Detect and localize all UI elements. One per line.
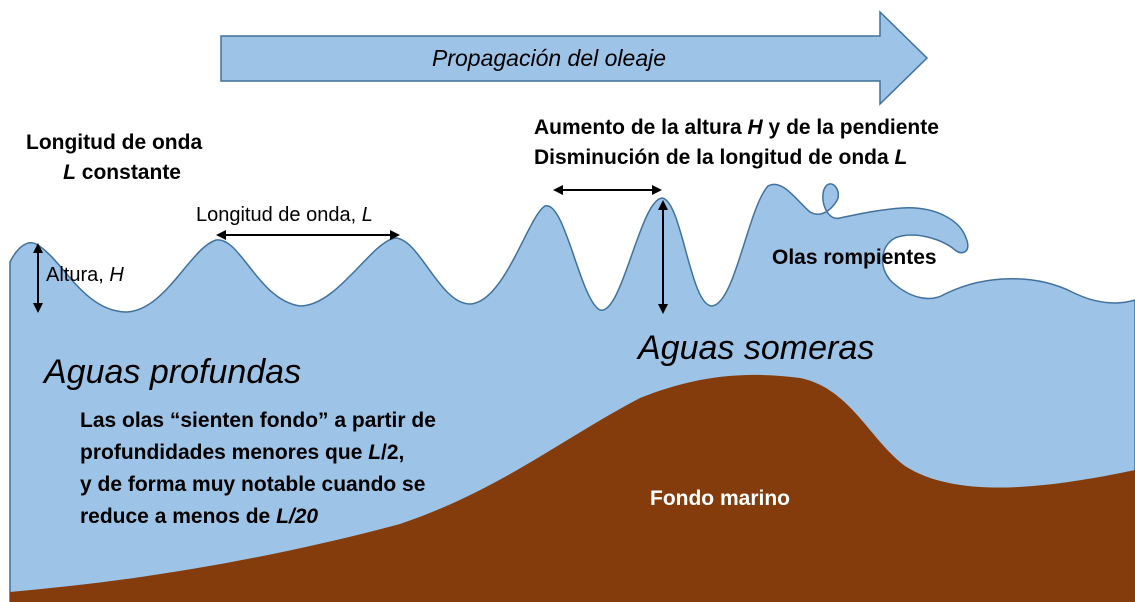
height-label: Altura, H bbox=[46, 263, 124, 287]
note-line2-post: /2, bbox=[381, 441, 405, 464]
seabed bbox=[10, 374, 1135, 602]
right-header-pre2: Disminución de la longitud de onda bbox=[534, 146, 895, 169]
right-header-line2: Disminución de la longitud de onda L bbox=[534, 143, 939, 173]
propagation-arrow bbox=[220, 10, 929, 106]
note-line4-pre: reduce a menos de bbox=[80, 505, 277, 528]
bottom-note: Las olas “sienten fondo” a partir de pro… bbox=[80, 405, 436, 533]
short-wavelength-arrow bbox=[553, 185, 662, 195]
note-line2-var: L bbox=[368, 441, 382, 464]
shallow-water-label: Aguas someras bbox=[638, 329, 875, 367]
note-line2: profundidades menores que L/2, bbox=[80, 437, 436, 469]
wavelength-text: Longitud de onda, bbox=[196, 204, 362, 226]
tall-height-arrow bbox=[658, 200, 668, 314]
note-line2-pre: profundidades menores que bbox=[80, 441, 369, 464]
breaking-waves-label: Olas rompientes bbox=[772, 246, 937, 269]
right-header-var2: L bbox=[894, 146, 908, 169]
left-header-rest: constante bbox=[75, 161, 181, 184]
note-line4-var: L/20 bbox=[276, 505, 319, 528]
right-header-line1: Aumento de la altura H y de la pendiente bbox=[534, 113, 939, 143]
right-header-pre1: Aumento de la altura bbox=[534, 116, 748, 139]
right-header-post1: y de la pendiente bbox=[762, 116, 939, 139]
wavelength-arrow bbox=[216, 230, 400, 240]
note-line1: Las olas “sienten fondo” a partir de bbox=[80, 409, 436, 432]
right-header-var1: H bbox=[747, 116, 763, 139]
note-line3: y de forma muy notable cuando se bbox=[80, 473, 426, 496]
arrow-label: Propagación del oleaje bbox=[432, 45, 667, 71]
height-text: Altura, bbox=[46, 264, 110, 286]
wavelength-label: Longitud de onda, L bbox=[196, 203, 373, 227]
left-header: Longitud de onda L constante bbox=[26, 128, 202, 188]
deep-water-label: Aguas profundas bbox=[44, 353, 302, 391]
right-header: Aumento de la altura H y de la pendiente… bbox=[534, 113, 939, 173]
note-line4: reduce a menos de L/20 bbox=[80, 501, 436, 533]
seabed-label: Fondo marino bbox=[650, 487, 790, 510]
left-header-line2: L constante bbox=[26, 158, 202, 188]
wavelength-var: L bbox=[361, 204, 373, 226]
height-arrow bbox=[33, 243, 43, 313]
height-var: H bbox=[109, 264, 124, 286]
left-header-var: L bbox=[63, 161, 76, 184]
left-header-line1: Longitud de onda bbox=[26, 131, 203, 154]
